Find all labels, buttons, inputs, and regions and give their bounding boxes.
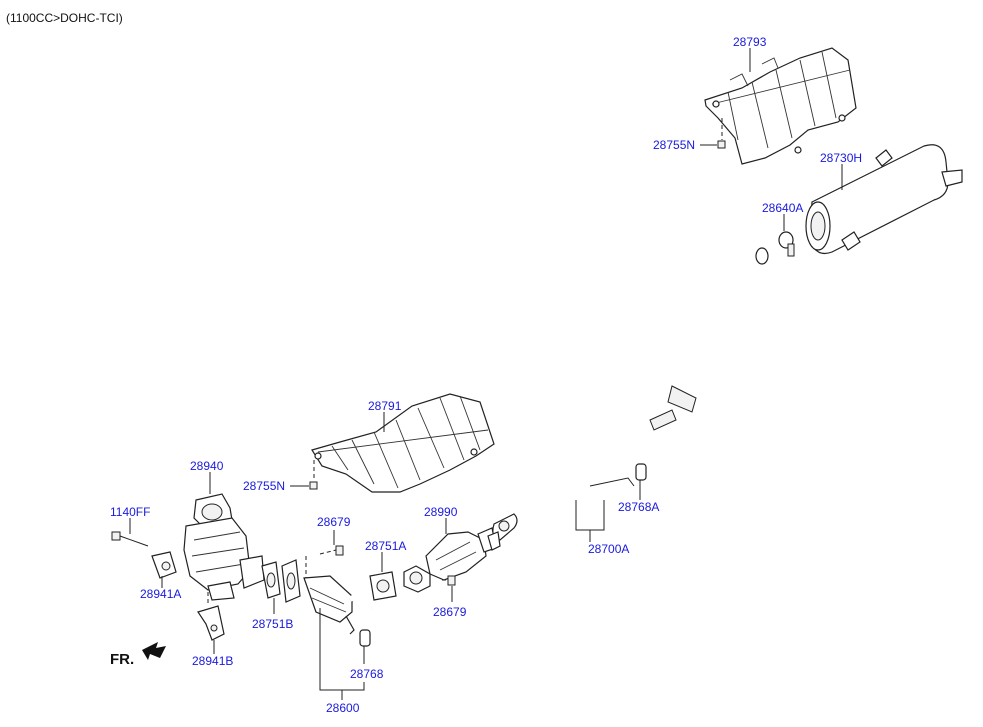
engine-spec-header: (1100CC>DOHC-TCI) [6,11,123,25]
clamp-28640a-icon [778,231,795,257]
gasket-28751b-icon [261,559,301,603]
callout-28730h: 28730H [820,151,862,165]
callout-28751a: 28751A [365,539,406,553]
hanger-28768-icon [359,629,371,647]
callout-28679-right: 28679 [433,605,467,619]
callout-28941b: 28941B [192,654,233,668]
callout-28751b: 28751B [252,617,293,631]
callout-28941a: 28941A [140,587,181,601]
bolt-1140ff-icon [111,531,149,547]
nut-28755n-mid-icon [309,481,318,490]
center-exhaust-pipe [492,247,769,541]
callout-1140ff: 1140FF [110,505,150,519]
nut-28679-right-icon [447,575,456,586]
exhaust-manifold-converter [183,493,265,601]
rear-heat-shield [704,47,857,165]
rear-muffler [805,144,963,255]
callout-28640a: 28640A [762,201,803,215]
gasket-28751a-icon [369,571,397,601]
bracket-28941a-icon [151,551,177,579]
nut-28679-left-icon [335,545,344,556]
hanger-28768a-icon [635,463,647,481]
bracket-28941b-icon [197,605,225,641]
callout-28679-left: 28679 [317,515,351,529]
nut-28755n-top-icon [717,140,726,149]
callout-28768: 28768 [350,667,384,681]
front-heat-shield [311,393,495,493]
callout-28940: 28940 [190,459,224,473]
callout-28755n-mid: 28755N [243,479,285,493]
catalytic-converter [403,527,501,593]
front-direction-label: FR. [110,651,134,668]
callout-28700a: 28700A [588,542,629,556]
callout-28990: 28990 [424,505,458,519]
callout-28600: 28600 [326,701,360,715]
callout-28768a: 28768A [618,500,659,514]
callout-28791: 28791 [368,399,402,413]
callout-28755n-top: 28755N [653,138,695,152]
front-direction-arrow-icon [142,642,166,660]
front-pipe-converter [303,575,377,635]
callout-28793: 28793 [733,35,767,49]
